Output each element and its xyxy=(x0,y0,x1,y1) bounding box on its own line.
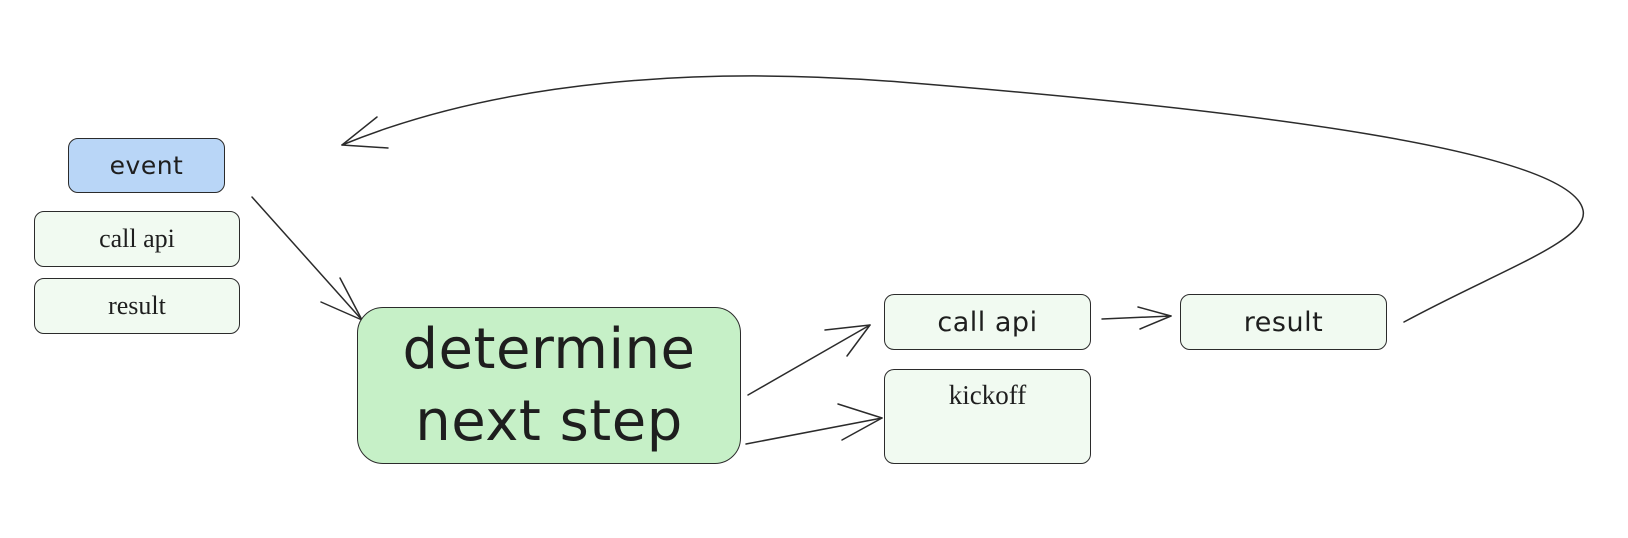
kickoff-node: kickoff xyxy=(884,369,1091,464)
call-api-label-right: call api xyxy=(937,306,1038,338)
determine-line-1: determine xyxy=(402,316,696,382)
arrowhead-result-loop-to-event xyxy=(341,116,389,149)
arrowhead-determine-to-callapi xyxy=(824,324,871,357)
event-node: event xyxy=(68,138,225,193)
call-api-node-right: call api xyxy=(884,294,1091,350)
result-node-right: result xyxy=(1180,294,1387,350)
arrow-event-to-determine xyxy=(251,196,363,321)
result-label-left: result xyxy=(108,291,166,320)
call-api-label-left: call api xyxy=(99,224,175,253)
arrowhead-determine-to-kickoff xyxy=(837,403,883,441)
result-node-left: result xyxy=(34,278,240,334)
determine-line-2: next step xyxy=(415,388,683,454)
arrow-callapi-to-result xyxy=(1101,315,1172,320)
event-label: event xyxy=(109,151,184,180)
call-api-node-left: call api xyxy=(34,211,240,267)
arrow-result-loop-to-event xyxy=(341,75,1584,323)
arrow-determine-to-callapi xyxy=(747,324,871,396)
kickoff-label: kickoff xyxy=(948,380,1027,410)
determine-next-step-node: determine next step xyxy=(357,307,741,464)
arrowhead-callapi-to-result xyxy=(1137,306,1172,330)
arrowhead-event-to-determine xyxy=(320,277,363,321)
arrow-determine-to-kickoff xyxy=(745,417,883,445)
result-label-right: result xyxy=(1243,306,1324,338)
